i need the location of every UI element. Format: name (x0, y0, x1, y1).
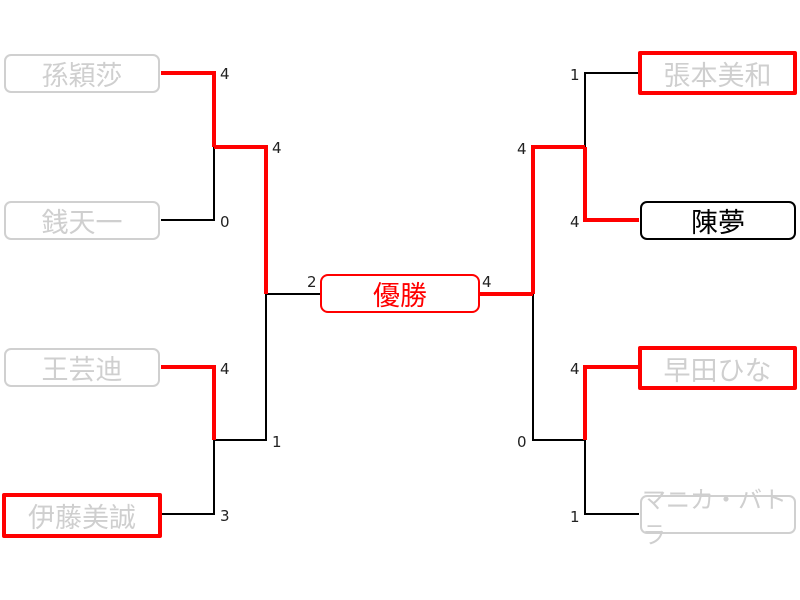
score-right-r2-2: 0 (517, 433, 527, 451)
player-box-right-2[interactable]: 陳夢 (640, 201, 796, 240)
score-right-r1-3: 4 (570, 360, 580, 378)
player-name: 銭天一 (41, 208, 123, 239)
player-box-left-1[interactable]: 孫穎莎 (4, 54, 160, 93)
score-left-r1-4: 3 (220, 507, 230, 525)
score-left-final: 2 (307, 273, 317, 291)
score-left-r2-1: 4 (272, 139, 282, 157)
player-name: 孫穎莎 (41, 61, 123, 92)
bracket-line-left-r1-win (161, 71, 216, 147)
bracket-line-left-r2 (214, 294, 267, 441)
bracket-line-left-r1 (161, 440, 215, 515)
player-name: 王芸迪 (41, 355, 123, 386)
score-left-r1-3: 4 (220, 360, 230, 378)
score-left-r1-2: 0 (220, 213, 230, 231)
champion-label: 優勝 (373, 281, 427, 312)
player-box-right-3[interactable]: 早田ひな (638, 346, 797, 390)
bracket-line-right-r2-win (531, 145, 585, 294)
score-right-r1-4: 1 (570, 508, 580, 526)
player-name: 早田ひな (663, 355, 772, 387)
bracket-line-left-r1 (161, 147, 215, 221)
bracket-line-right-r1-win (583, 365, 639, 440)
score-right-final: 4 (482, 273, 492, 291)
bracket-line-left-r1-win (161, 365, 216, 440)
player-name: マニカ・バトラ (642, 485, 787, 549)
bracket-line-right-r1 (584, 72, 639, 147)
player-box-left-4[interactable]: 伊藤美誠 (2, 493, 162, 538)
player-box-left-3[interactable]: 王芸迪 (4, 348, 160, 387)
score-right-r1-2: 4 (570, 213, 580, 231)
score-right-r2-1: 4 (517, 140, 527, 158)
player-box-right-1[interactable]: 張本美和 (638, 51, 797, 95)
score-right-r1-1: 1 (570, 66, 580, 84)
bracket-line-right-r2 (532, 294, 585, 441)
score-left-r2-2: 1 (272, 433, 282, 451)
player-name: 伊藤美誠 (28, 503, 136, 534)
player-name: 陳夢 (691, 208, 745, 239)
bracket-line-left-r2-win (214, 145, 268, 294)
bracket-line-right-r1-win (583, 147, 639, 222)
bracket-line-right-r1 (584, 440, 639, 515)
champion-box[interactable]: 優勝 (320, 274, 480, 313)
player-box-right-4[interactable]: マニカ・バトラ (640, 486, 796, 549)
score-left-r1-1: 4 (220, 65, 230, 83)
player-box-left-2[interactable]: 銭天一 (4, 201, 160, 240)
player-name: 張本美和 (663, 60, 772, 92)
